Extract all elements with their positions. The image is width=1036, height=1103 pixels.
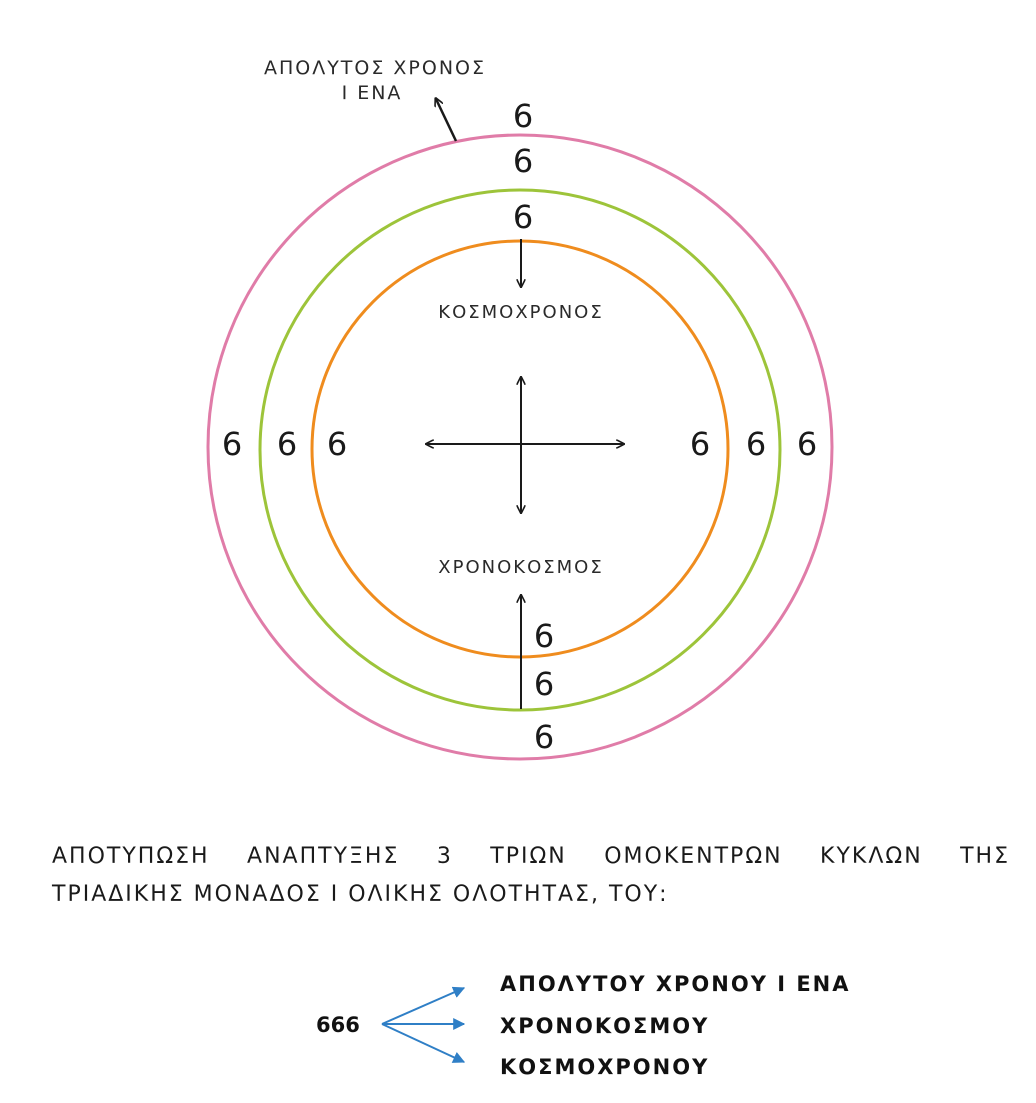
mapping-target-2: ΧΡΟΝΟΚΟΣΜΟΥ [500, 1014, 709, 1038]
caption: ΑΠΟΤΥΠΩΣΗ ΑΝΑΠΤΥΞΗΣ 3 ΤΡΙΩΝ ΟΜΟΚΕΝΤΡΩΝ Κ… [52, 838, 1010, 914]
outer-label-line2: Ι ΕΝΑ [342, 82, 403, 104]
six-top-2: 6 [513, 142, 533, 180]
six-top-1: 6 [513, 97, 533, 135]
six-top-3: 6 [513, 198, 533, 236]
six-bottom-3: 6 [534, 718, 554, 756]
caption-line-1: ΑΠΟΤΥΠΩΣΗ ΑΝΑΠΤΥΞΗΣ 3 ΤΡΙΩΝ ΟΜΟΚΕΝΤΡΩΝ Κ… [52, 844, 1010, 869]
six-right-3: 6 [797, 425, 817, 463]
middle-circle [258, 188, 782, 712]
six-bottom-1: 6 [534, 617, 554, 655]
outer-label-arrow [436, 99, 458, 142]
mapping-arrow-1 [381, 986, 466, 1025]
outer-label-line1: ΑΠΟΛΥΤΟΣ ΧΡΟΝΟΣ [264, 57, 486, 79]
six-left-1: 6 [222, 425, 242, 463]
caption-line-2: ΤΡΙΑΔΙΚΗΣ ΜΟΝΑΔΟΣ Ι ΟΛΙΚΗΣ ΟΛΟΤΗΤΑΣ, ΤΟΥ… [52, 882, 669, 907]
top-inner-label: ΚΟΣΜΟΧΡΟΝΟΣ [438, 302, 603, 323]
six-right-2: 6 [746, 425, 766, 463]
mapping-target-1: ΑΠΟΛΥΤΟΥ ΧΡΟΝΟΥ Ι ΕΝΑ [500, 972, 851, 996]
mapping-diagram: 666 ΑΠΟΛΥΤΟΥ ΧΡΟΝΟΥ Ι ΕΝΑ ΧΡΟΝΟΚΟΣΜΟΥ ΚΟ… [316, 972, 851, 1079]
concentric-circles-diagram: ΑΠΟΛΥΤΟΣ ΧΡΟΝΟΣ Ι ΕΝΑ 6 6 6 ΚΟΣΜΟΧΡΟΝΟΣ … [206, 57, 834, 761]
six-left-2: 6 [277, 425, 297, 463]
six-bottom-2: 6 [534, 665, 554, 703]
six-left-3: 6 [327, 425, 347, 463]
mapping-source: 666 [316, 1013, 360, 1037]
outer-circle [206, 133, 834, 761]
six-right-1: 6 [690, 425, 710, 463]
mapping-target-3: ΚΟΣΜΟΧΡΟΝΟΥ [500, 1055, 709, 1079]
bottom-inner-label: ΧΡΟΝΟΚΟΣΜΟΣ [438, 557, 603, 578]
mapping-arrow-3 [381, 1023, 466, 1063]
